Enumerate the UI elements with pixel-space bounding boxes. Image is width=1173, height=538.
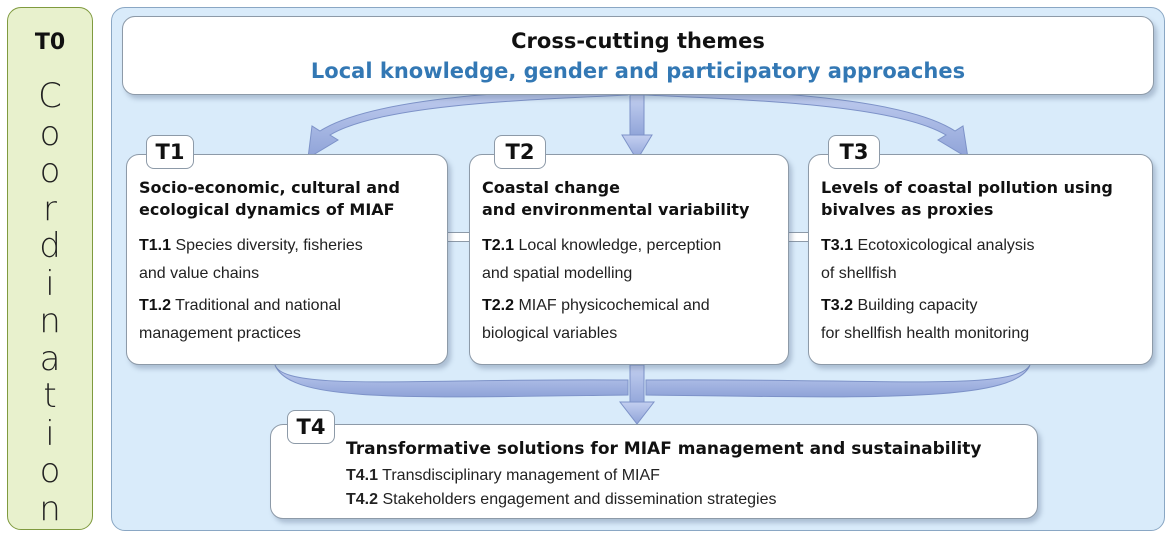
connector-t2-t3 — [788, 232, 809, 242]
coordination-letter: i — [45, 413, 55, 454]
solutions-tag-t4: T4 — [287, 410, 335, 444]
arrow-head-to-t4 — [618, 401, 656, 425]
coordination-letter: o — [39, 451, 61, 491]
arrow-to-t1 — [307, 87, 629, 159]
coordination-tag: T0 — [34, 30, 66, 55]
arrow-from-t1 — [274, 364, 629, 398]
coordination-letter: t — [43, 376, 57, 416]
coordination-letter: C — [38, 76, 62, 116]
theme-tag-t2: T2 — [494, 135, 546, 169]
theme-tag-t3: T3 — [828, 135, 880, 169]
theme-item-t1-2: T1.2 Traditional and national management… — [139, 297, 341, 342]
coordination-letter: n — [39, 301, 61, 341]
coordination-letter: n — [39, 488, 61, 529]
arrow-from-t3 — [645, 364, 1031, 398]
arrow-to-t3 — [644, 87, 969, 159]
cross-cutting-title: Cross-cutting themes — [511, 29, 765, 53]
theme-item-t3-2: T3.2 Building capacity for shellfish hea… — [821, 297, 1030, 342]
connector-t1-t2 — [447, 232, 470, 242]
coordination-letter: r — [43, 188, 57, 229]
solutions-title: Transformative solutions for MIAF manage… — [346, 439, 982, 459]
coordination-letter: o — [39, 113, 61, 154]
arrow-head-to-t2 — [621, 134, 653, 161]
theme-item-t1-1: T1.1 Species diversity, fisheries and va… — [139, 237, 363, 282]
solutions-box-t4: Transformative solutions for MIAF manage… — [270, 424, 1038, 519]
theme-tag-t1: T1 — [146, 135, 194, 169]
coordination-letter: d — [39, 226, 61, 266]
coordination-letter: o — [39, 151, 61, 191]
arrow-stem-from-t2 — [629, 364, 645, 408]
solutions-item-t4-1: T4.1 Transdisciplinary management of MIA… — [346, 467, 660, 484]
theme-item-t3-1: T3.1 Ecotoxicological analysis of shellf… — [821, 237, 1035, 282]
coordination-letter: i — [45, 263, 55, 304]
coordination-letter: a — [39, 338, 61, 379]
theme-item-t2-1: T2.1 Local knowledge, perception and spa… — [482, 237, 722, 282]
cross-cutting-subtitle: Local knowledge, gender and participator… — [310, 59, 966, 83]
cross-cutting-box: Cross-cutting themes Local knowledge, ge… — [122, 16, 1154, 95]
arrow-stem-to-t2 — [629, 94, 645, 138]
solutions-item-t4-2: T4.2 Stakeholders engagement and dissemi… — [346, 491, 777, 508]
theme-item-t2-2: T2.2 MIAF physicochemical and biological… — [482, 297, 710, 342]
